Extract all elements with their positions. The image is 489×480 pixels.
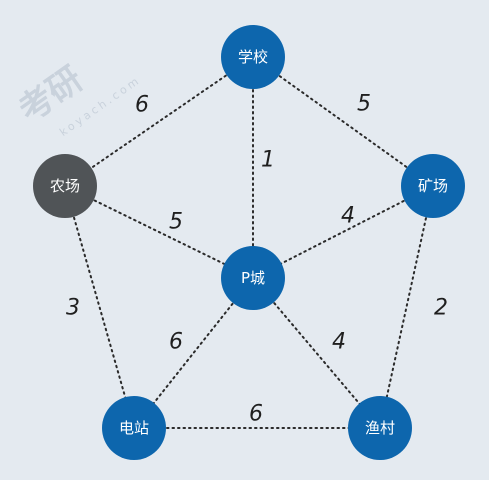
- edge-weight-farm-power: 3: [66, 296, 80, 321]
- watermark: 考研 koyach.com: [12, 59, 144, 139]
- edge-weight-pcity-fishing: 4: [332, 330, 346, 355]
- node-label-power: 电站: [119, 419, 149, 437]
- node-power: 电站: [102, 396, 166, 460]
- node-school: 学校: [221, 25, 285, 89]
- node-label-fishing: 渔村: [365, 419, 395, 437]
- edge-farm-power: [64, 185, 135, 429]
- node-circle-fishing: [348, 396, 412, 460]
- edge-weight-school-mine: 5: [357, 92, 371, 117]
- edge-school-mine: [252, 56, 434, 187]
- node-circle-power: [102, 396, 166, 460]
- edge-weight-pcity-power: 6: [169, 330, 183, 355]
- edge-mine-pcity: [252, 185, 434, 279]
- edge-weight-school-pcity: 1: [261, 148, 275, 173]
- edge-farm-pcity: [64, 185, 254, 279]
- edge-weight-mine-fishing: 2: [434, 296, 448, 321]
- edges: [64, 56, 434, 429]
- edge-pcity-fishing: [252, 277, 381, 429]
- node-fishing: 渔村: [348, 396, 412, 460]
- node-farm: 农场: [33, 154, 97, 218]
- node-circle-pcity: [221, 246, 285, 310]
- edge-school-farm: [64, 56, 254, 187]
- node-circle-mine: [401, 154, 465, 218]
- edge-mine-fishing: [379, 185, 434, 429]
- node-pcity: P城: [221, 246, 285, 310]
- node-label-pcity: P城: [241, 269, 265, 287]
- node-circle-school: [221, 25, 285, 89]
- node-mine: 矿场: [401, 154, 465, 218]
- edge-weights: 6 5 1 5 4 3 2 6 4 6: [66, 92, 448, 427]
- node-label-mine: 矿场: [418, 177, 448, 195]
- node-label-farm: 农场: [50, 177, 80, 195]
- edge-weight-power-fishing: 6: [249, 402, 263, 427]
- edge-weight-mine-pcity: 4: [341, 204, 355, 229]
- edge-weight-school-farm: 6: [135, 93, 149, 118]
- edge-weight-farm-pcity: 5: [169, 210, 183, 235]
- node-label-school: 学校: [238, 48, 268, 66]
- node-circle-farm: [33, 154, 97, 218]
